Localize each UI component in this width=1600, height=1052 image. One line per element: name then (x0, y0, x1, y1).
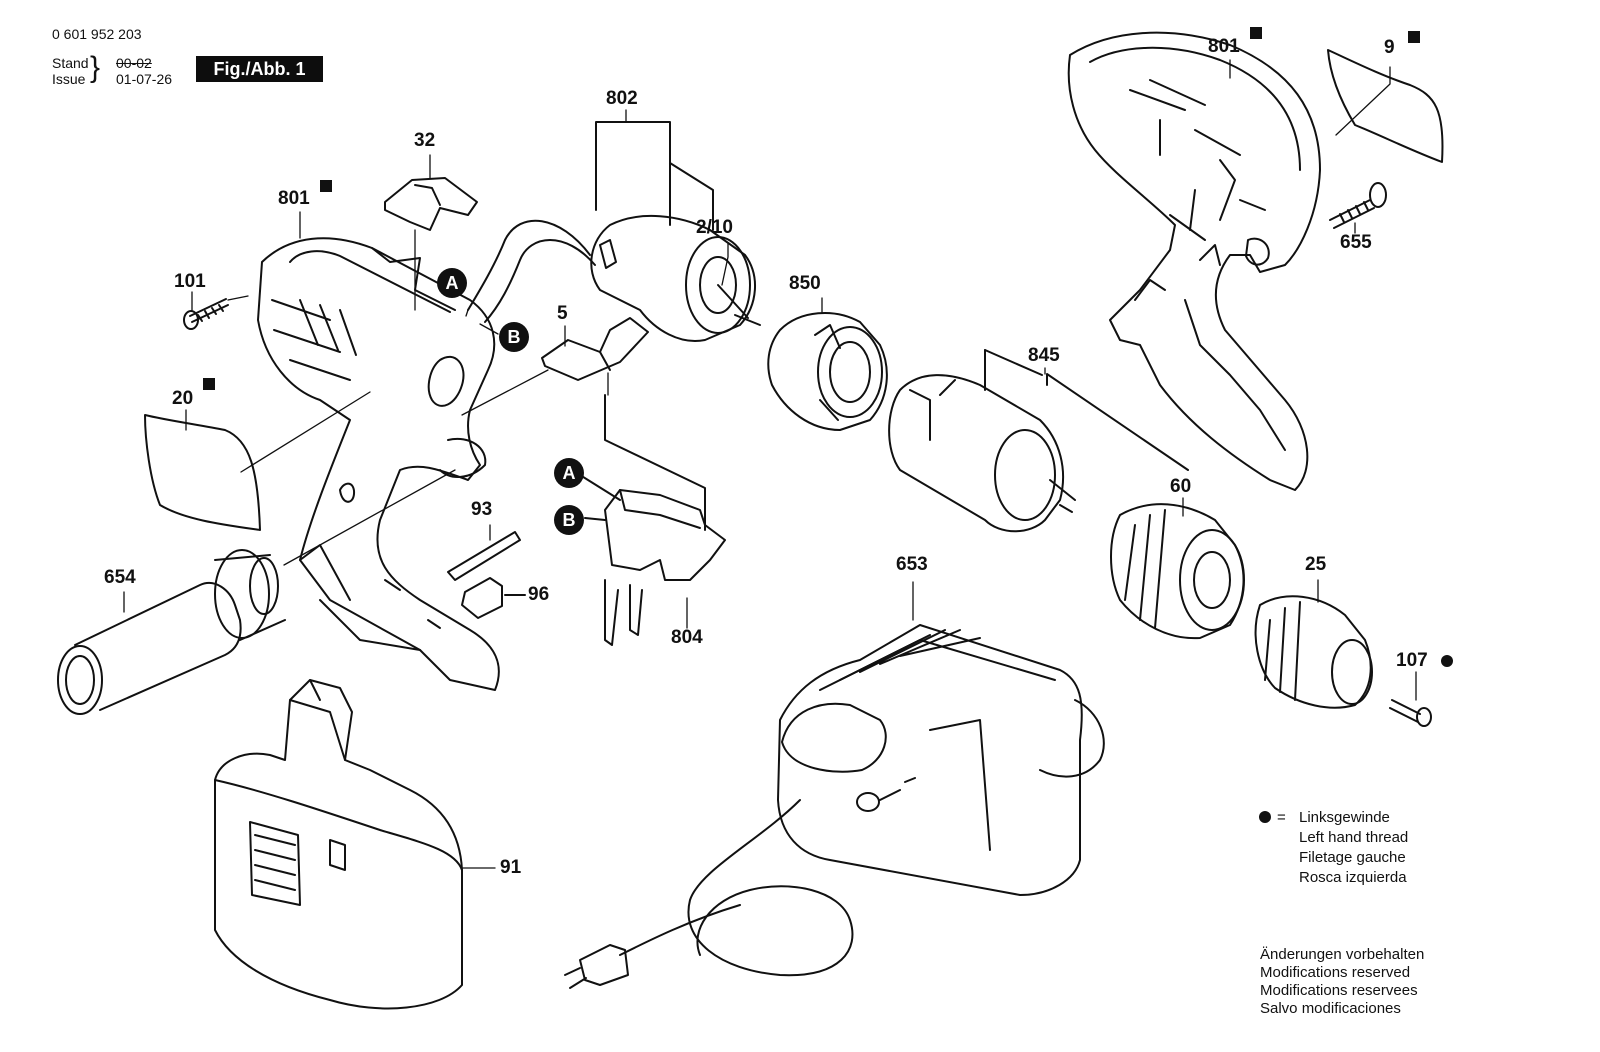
part-label-653: 653 (896, 554, 928, 575)
part-label-804: 804 (671, 627, 703, 648)
part-label-25: 25 (1305, 554, 1327, 575)
issue-value: 01-07-26 (116, 71, 173, 87)
screw-107-drawing (1389, 699, 1432, 727)
part-label-96: 96 (528, 584, 550, 605)
part-5-drawing (541, 317, 649, 381)
part-label-801-right: 801 (1208, 36, 1240, 57)
legend-line: Rosca izquierda (1299, 869, 1407, 886)
stand-value: 00-02 (116, 55, 152, 71)
part-label-32: 32 (414, 130, 436, 151)
part-number: 0 601 952 203 (52, 26, 142, 42)
screw-655-drawing (1329, 182, 1387, 229)
connector-a-badge: A (554, 458, 584, 488)
charger-drawing (619, 624, 1105, 977)
legend: Linksgewinde Left hand thread Filetage g… (1299, 808, 1408, 888)
legend-equals: = (1277, 809, 1286, 826)
battery-pack-drawing (214, 679, 463, 1010)
note-line: Änderungen vorbehalten (1260, 946, 1425, 963)
part-label-801-left: 801 (278, 188, 310, 209)
aux-handle-drawing (57, 549, 286, 715)
note-line: Salvo modificaciones (1260, 1000, 1401, 1017)
modification-notes: Änderungen vorbehalten Modifications res… (1260, 946, 1424, 1018)
part-label-91: 91 (500, 857, 522, 878)
switch-804-drawing (579, 394, 726, 646)
chuck-60-drawing (1110, 503, 1245, 640)
brace-glyph: } (90, 51, 101, 84)
connector-a-badge: A (437, 268, 467, 298)
chuck-25-drawing (1254, 595, 1373, 709)
bit-holder-drawing (447, 531, 526, 619)
part-label-101: 101 (174, 271, 206, 292)
legend-line: Left hand thread (1299, 829, 1409, 846)
part-label-107: 107 (1396, 650, 1428, 671)
square-marker (203, 378, 215, 390)
stand-label: Stand (52, 55, 89, 71)
clutch-850-drawing (767, 312, 888, 431)
housing-right-drawing (1067, 31, 1321, 491)
left-thread-marker (1441, 655, 1453, 667)
label-plate-20-drawing (144, 414, 261, 531)
connector-b-badge: B (554, 505, 584, 535)
connector-b-badge: B (499, 322, 529, 352)
part-label-20: 20 (172, 388, 194, 409)
switch-cap-drawing (384, 177, 478, 231)
legend-line: Linksgewinde (1299, 809, 1390, 826)
legend-dot-icon (1259, 811, 1271, 823)
leader-lines (123, 59, 1417, 869)
legend-line: Filetage gauche (1299, 849, 1406, 866)
issue-label: Issue (52, 71, 86, 87)
motor-drawing (467, 215, 761, 342)
gearbox-845-drawing (888, 349, 1189, 533)
part-label-60: 60 (1170, 476, 1192, 497)
part-label-845: 845 (1028, 345, 1060, 366)
note-line: Modifications reserved (1260, 964, 1411, 981)
label-plate-9-drawing (1327, 49, 1444, 163)
part-label-654: 654 (104, 567, 136, 588)
screw-101-drawing (183, 298, 229, 330)
part-label-5: 5 (557, 303, 568, 324)
bracket-802 (595, 121, 714, 231)
part-label-802: 802 (606, 88, 638, 109)
part-label-93: 93 (471, 499, 493, 520)
part-label-2-10: 2/10 (696, 217, 733, 238)
part-label-9: 9 (1384, 37, 1395, 58)
square-marker (1408, 31, 1420, 43)
square-marker (320, 180, 332, 192)
housing-left-drawing (257, 237, 500, 691)
figure-label: Fig./Abb. 1 (196, 56, 323, 82)
square-marker (1250, 27, 1262, 39)
note-line: Modifications reservees (1260, 982, 1418, 999)
part-label-850: 850 (789, 273, 821, 294)
part-label-655: 655 (1340, 232, 1372, 253)
plug-drawing (564, 944, 629, 989)
